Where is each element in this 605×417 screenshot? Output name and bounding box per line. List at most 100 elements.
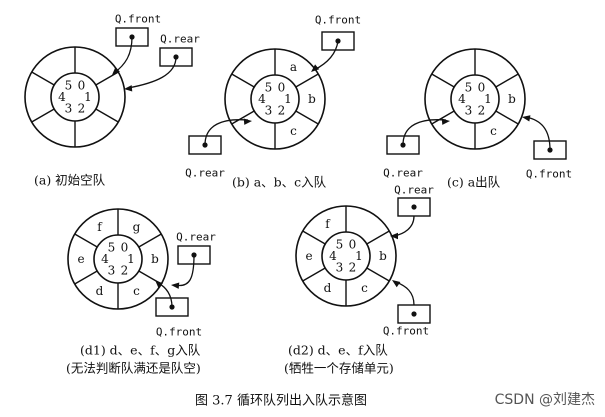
slot-index-4: 4: [329, 249, 337, 263]
front-pointer-label: Q.front: [315, 14, 361, 27]
slot-index-1: 1: [284, 92, 292, 106]
front-pointer-arrow: [395, 281, 415, 306]
rear-pointer-arrow: [393, 215, 415, 237]
cell-value-3: d: [324, 281, 332, 295]
front-pointer-label: Q.front: [383, 325, 429, 338]
slot-index-3: 3: [265, 103, 273, 117]
pointer-front: Q.front: [522, 115, 572, 181]
slot-index-0: 0: [478, 81, 486, 95]
slot-index-4: 4: [58, 90, 66, 104]
slot-index-2: 2: [478, 103, 486, 117]
pointer-front: Q.front: [155, 280, 202, 339]
slot-divider: [31, 108, 55, 123]
slot-index-3: 3: [465, 103, 473, 117]
slot-index-5: 5: [108, 241, 116, 255]
slot-index-1: 1: [355, 249, 363, 263]
slot-index-4: 4: [101, 252, 109, 266]
pointer-front: Q.front: [383, 280, 431, 338]
slot-divider: [74, 270, 98, 285]
queue-ring-d2: 01 b 2c 3d 4 e 5f: [295, 205, 397, 307]
cell-value-1: b: [508, 92, 516, 106]
slot-index-5: 5: [65, 79, 73, 93]
cell-value-1: b: [379, 249, 387, 263]
slot-divider: [231, 110, 255, 125]
front-pointer-label: Q.front: [115, 13, 161, 26]
slot-index-4: 4: [258, 92, 266, 106]
slot-divider: [431, 110, 455, 125]
slot-index-4: 4: [458, 92, 466, 106]
rear-pointer-dot: [411, 204, 417, 210]
cell-value-5: f: [325, 217, 331, 231]
figure-caption: 图 3.7 循环队列出入队示意图: [195, 393, 367, 409]
rear-pointer-label: Q.rear: [394, 184, 434, 197]
slot-divider: [495, 110, 519, 125]
captions: (a) 初始空队 (b) a、b、c入队 (c) a出队 (d1) d、e、f、g入队…: [34, 173, 501, 409]
rear-arrow-head: [441, 118, 450, 125]
rear-arrow-head: [243, 118, 252, 125]
slot-divider: [495, 73, 519, 88]
front-arrow-head: [112, 67, 120, 75]
slot-index-5: 5: [265, 81, 273, 95]
slot-divider: [138, 233, 162, 248]
slot-index-3: 3: [336, 260, 344, 274]
slot-index-3: 3: [65, 101, 73, 115]
slot-index-2: 2: [278, 103, 286, 117]
slot-index-1: 1: [84, 90, 92, 104]
slot-index-0: 0: [349, 238, 357, 252]
front-arrow-head: [155, 280, 163, 288]
slot-divider: [366, 230, 390, 245]
slot-index-2: 2: [349, 260, 357, 274]
rear-pointer-label: Q.rear: [160, 33, 200, 46]
rear-arrow-head: [124, 85, 133, 92]
caption-b: (b) a、b、c入队: [232, 175, 327, 190]
slot-divider: [95, 71, 119, 86]
rear-arrow-head: [171, 282, 180, 289]
slot-divider: [302, 230, 326, 245]
cell-value-2: c: [361, 281, 368, 295]
caption-d1-line1: (d1) d、e、f、g入队: [80, 343, 201, 358]
rear-pointer-arrow: [204, 119, 249, 146]
cell-value-4: e: [77, 252, 84, 266]
caption-d1-line2: (无法判断队满还是队空): [66, 361, 201, 376]
slot-index-2: 2: [78, 101, 86, 115]
slot-divider: [431, 73, 455, 88]
rear-arrow-head: [390, 232, 398, 240]
slot-divider: [74, 233, 98, 248]
slot-index-3: 3: [108, 263, 116, 277]
pointer-rear: Q.rear: [171, 231, 216, 289]
cell-value-2: c: [290, 124, 297, 138]
caption-d2-line1: (d2) d、e、f入队: [288, 343, 388, 358]
slot-index-0: 0: [278, 81, 286, 95]
cell-value-0: g: [133, 220, 141, 234]
cell-value-5: f: [97, 220, 103, 234]
caption-d2-line2: (牺牲一个存储单元): [284, 361, 394, 376]
slot-index-0: 0: [121, 241, 129, 255]
cell-value-2: c: [490, 124, 497, 138]
slot-divider: [231, 73, 255, 88]
pointer-front: Q.front: [112, 13, 161, 75]
front-arrow-head: [522, 115, 531, 122]
slot-index-5: 5: [336, 238, 344, 252]
pointer-front: Q.front: [311, 14, 361, 72]
front-pointer-label: Q.front: [526, 168, 572, 181]
rear-pointer-arrow: [127, 56, 177, 89]
caption-a: (a) 初始空队: [34, 173, 106, 188]
cell-value-1: b: [151, 252, 159, 266]
slot-index-1: 1: [127, 252, 135, 266]
cell-value-3: d: [96, 284, 104, 298]
slot-index-2: 2: [121, 263, 129, 277]
front-pointer-dot: [411, 311, 417, 317]
slot-divider: [366, 267, 390, 282]
pointer-rear: Q.rear: [390, 184, 434, 240]
rear-pointer-arrow: [402, 119, 447, 146]
front-arrow-head: [392, 280, 401, 288]
cell-value-4: e: [305, 249, 312, 263]
rear-pointer-label: Q.rear: [383, 167, 423, 180]
pointer-rear: Q.rear: [185, 118, 252, 180]
rear-pointer-label: Q.rear: [185, 167, 225, 180]
pointer-rear: Q.rear: [124, 33, 200, 92]
caption-c: (c) a出队: [447, 175, 501, 190]
